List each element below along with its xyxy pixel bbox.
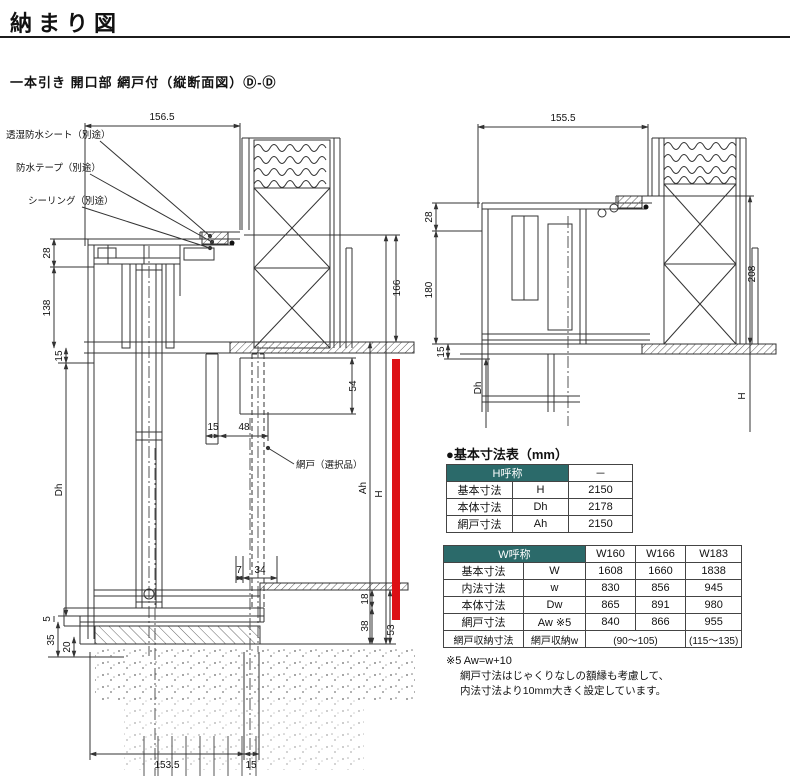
left-drawing-labels: 透湿防水シート（別途） 防水テープ（別途） シーリング（別途） 網戸（選択品） … [6, 112, 403, 771]
dim-label-top-width: 155.5 [550, 113, 575, 124]
dim-label-34: 34 [254, 565, 266, 576]
table-cell: 830 [585, 579, 636, 597]
dim-label-35: 35 [46, 634, 57, 646]
dim-label-48: 48 [238, 422, 250, 433]
dim-label-208: 208 [747, 265, 758, 282]
dim-label-top-width: 156.5 [149, 112, 174, 123]
right-section-drawing: 155.5 28 180 15 Dh 208 H [424, 113, 777, 432]
table-row: 網戸寸法 Ah 2150 [446, 515, 633, 533]
left-section-drawing: 透湿防水シート（別途） 防水テープ（別途） シーリング（別途） 網戸（選択品） … [6, 112, 415, 776]
dim-label-28: 28 [42, 247, 53, 259]
table-cell: 891 [635, 596, 686, 614]
table-cell: 865 [585, 596, 636, 614]
table-cell: 網戸寸法 [446, 515, 513, 533]
callout-tape-label: 防水テープ（別途） [16, 162, 101, 174]
title-rule [0, 36, 790, 38]
callout-screen-label: 網戸（選択品） [296, 459, 363, 471]
table-cell: H [512, 481, 569, 499]
dim-label-15-pocket: 15 [207, 422, 219, 433]
table-cell: W183 [684, 545, 743, 563]
page-title: 納まり図 [10, 11, 123, 36]
dim-label-53: 53 [386, 624, 397, 636]
w-dimension-table: W呼称 W160 W166 W183 基本寸法 W 1608 1660 1838… [443, 545, 743, 648]
table-row: 本体寸法 Dh 2178 [446, 498, 633, 516]
table-cell: 1608 [585, 562, 636, 580]
table-cell: 840 [585, 613, 636, 631]
dim-label-180: 180 [424, 281, 435, 298]
dim-label-h: H [737, 392, 748, 399]
dim-label-28: 28 [424, 211, 435, 223]
table-cell: 網戸収納w [523, 630, 586, 648]
dim-label-dh: Dh [473, 382, 484, 395]
footnote-line: 内法寸法より10mm大きく設定しています。 [460, 685, 667, 697]
dim-label-38: 38 [360, 620, 371, 632]
table-cell: 基本寸法 [446, 481, 513, 499]
callout-sheet-label: 透湿防水シート（別途） [6, 129, 111, 141]
h-dimension-table: H呼称 － 基本寸法 H 2150 本体寸法 Dh 2178 網戸寸法 Ah 2… [446, 464, 633, 533]
table-cell: 2150 [568, 481, 633, 499]
table-cell: 945 [684, 579, 743, 597]
table-row: 本体寸法 Dw 865 891 980 [443, 596, 743, 614]
table-cell: 網戸収納寸法 [443, 630, 524, 648]
table-cell: 内法寸法 [443, 579, 524, 597]
table-cell: Dh [512, 498, 569, 516]
dim-label-h: H [374, 490, 385, 497]
table-row: 基本寸法 W 1608 1660 1838 [443, 562, 743, 580]
dim-label-7: 7 [236, 565, 242, 576]
table-cell: 1660 [635, 562, 686, 580]
section-subtitle: 一本引き 開口部 網戸付（縦断面図）Ⓓ-Ⓓ [10, 75, 277, 90]
table-row: 網戸寸法 Aw ※5 840 866 955 [443, 613, 743, 631]
table-cell: 980 [684, 596, 743, 614]
table-cell: W166 [635, 545, 686, 563]
table-header-row: W呼称 W160 W166 W183 [443, 545, 743, 563]
table-cell: (115～135) [684, 630, 743, 648]
table-cell: Dw [523, 596, 586, 614]
dim-label-5: 5 [42, 616, 53, 622]
dim-label-15-bottom: 15 [245, 760, 257, 771]
table-row: 基本寸法 H 2150 [446, 481, 633, 499]
table-cell: W [523, 562, 586, 580]
table-cell: 2150 [568, 515, 633, 533]
table-cell: Aw ※5 [523, 613, 586, 631]
spec-section-title: ●基本寸法表（mm） [446, 447, 568, 462]
table-cell: w [523, 579, 586, 597]
dim-label-166: 166 [392, 279, 403, 296]
table-header-row: H呼称 － [446, 464, 633, 482]
footnote-line: 網戸寸法はじゃくりなしの額縁も考慮して、 [460, 670, 670, 682]
dim-label-dh: Dh [54, 484, 65, 497]
w-table-header: W呼称 [443, 545, 586, 563]
h-table-header: H呼称 [446, 464, 569, 482]
callout-sealing-label: シーリング（別途） [28, 195, 114, 207]
table-row: 網戸収納寸法 網戸収納w (90～105) (115～135) [443, 630, 743, 648]
table-cell: 2178 [568, 498, 633, 516]
right-drawing-labels: 155.5 28 180 15 Dh 208 H [424, 113, 758, 400]
dim-label-15-left: 15 [54, 350, 65, 362]
table-cell: － [568, 464, 633, 482]
dim-label-18: 18 [360, 593, 371, 605]
table-cell: (90～105) [585, 630, 686, 648]
dim-label-ah: Ah [358, 482, 369, 494]
table-row: 内法寸法 w 830 856 945 [443, 579, 743, 597]
left-drawing-linework [48, 123, 415, 776]
table-cell: 866 [635, 613, 686, 631]
footnote-line: ※5 Aw=w+10 [446, 655, 512, 667]
table-cell: 856 [635, 579, 686, 597]
dim-label-138: 138 [42, 299, 53, 316]
table-cell: 本体寸法 [446, 498, 513, 516]
dim-label-20: 20 [62, 641, 73, 653]
table-cell: 本体寸法 [443, 596, 524, 614]
table-cell: Ah [512, 515, 569, 533]
table-cell: 1838 [684, 562, 743, 580]
table-cell: 網戸寸法 [443, 613, 524, 631]
right-drawing-linework [432, 124, 777, 432]
table-cell: 955 [684, 613, 743, 631]
highlight-bar [392, 359, 400, 620]
dim-label-15: 15 [436, 346, 447, 358]
dim-label-54: 54 [348, 380, 359, 392]
table-cell: 基本寸法 [443, 562, 524, 580]
dim-label-bottom-width: 153.5 [154, 760, 179, 771]
table-cell: W160 [585, 545, 636, 563]
footnotes: ※5 Aw=w+10 網戸寸法はじゃくりなしの額縁も考慮して、 内法寸法より10… [446, 654, 669, 699]
